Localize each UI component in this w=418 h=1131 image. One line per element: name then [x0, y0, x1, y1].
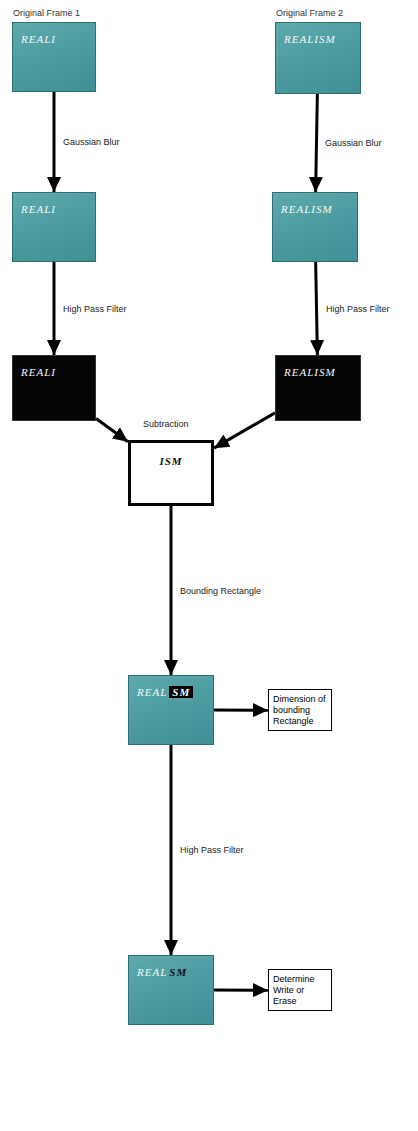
step-label: Gaussian Blur — [323, 138, 384, 148]
chalk-text: REALI — [21, 33, 56, 45]
chalk-text: ISM — [159, 455, 182, 467]
filtered-frame: REALISM — [275, 355, 361, 421]
flow-arrow — [170, 506, 173, 675]
step-label: High Pass Filter — [178, 845, 246, 855]
flow-arrow — [96, 419, 128, 442]
chalk-writing: REALI — [21, 366, 56, 378]
chalk-text: REAL — [137, 966, 167, 978]
blurred-frame: REALI — [12, 192, 96, 262]
flow-arrow — [214, 989, 268, 992]
flow-arrow — [214, 413, 275, 448]
chalk-writing: REALSM — [137, 966, 187, 978]
filtered-region-frame: REALSM — [128, 955, 214, 1025]
step-label: High Pass Filter — [324, 304, 392, 314]
chalk-text: REALISM — [284, 366, 336, 378]
bounded-frame: REALSM — [128, 675, 214, 745]
chalk-writing: REALI — [21, 33, 56, 45]
chalk-text: REAL — [137, 686, 167, 698]
chalk-writing: REALSM — [137, 686, 193, 698]
chalk-text: REALI — [21, 366, 56, 378]
box-text: Determine Write or Erase — [273, 974, 327, 1006]
flow-arrow — [214, 709, 268, 712]
step-label: Subtraction — [141, 419, 191, 429]
box-text: Dimension of bounding Rectangle — [273, 694, 327, 726]
chalk-text: REALISM — [284, 33, 336, 45]
output-box: Dimension of bounding Rectangle — [268, 689, 332, 731]
step-label: High Pass Filter — [61, 304, 129, 314]
chalk-text: REALI — [21, 203, 56, 215]
video-frame: Original Frame 2REALISM — [275, 22, 361, 94]
flow-arrow — [53, 92, 56, 192]
chalk-writing: ISM — [131, 455, 211, 467]
output-box: Determine Write or Erase — [268, 969, 332, 1011]
blurred-frame: REALISM — [272, 192, 358, 262]
chalk-writing: REALISM — [284, 366, 336, 378]
filtered-frame: REALI — [12, 355, 96, 421]
flow-arrow — [316, 94, 318, 192]
flow-arrow — [316, 262, 318, 355]
frame-title: Original Frame 1 — [13, 8, 80, 18]
frame-title: Original Frame 2 — [276, 8, 343, 18]
chalk-text: SM — [169, 686, 193, 698]
flow-arrow — [170, 745, 173, 955]
step-label: Gaussian Blur — [61, 137, 122, 147]
chalk-writing: REALI — [21, 203, 56, 215]
flow-arrow — [53, 262, 56, 355]
chalk-text: REALISM — [281, 203, 333, 215]
video-frame: Original Frame 1REALI — [12, 22, 96, 92]
chalk-writing: REALISM — [281, 203, 333, 215]
difference-frame: ISM — [128, 440, 214, 506]
step-label: Bounding Rectangle — [178, 586, 263, 596]
chalk-text: SM — [169, 966, 187, 978]
chalk-writing: REALISM — [284, 33, 336, 45]
